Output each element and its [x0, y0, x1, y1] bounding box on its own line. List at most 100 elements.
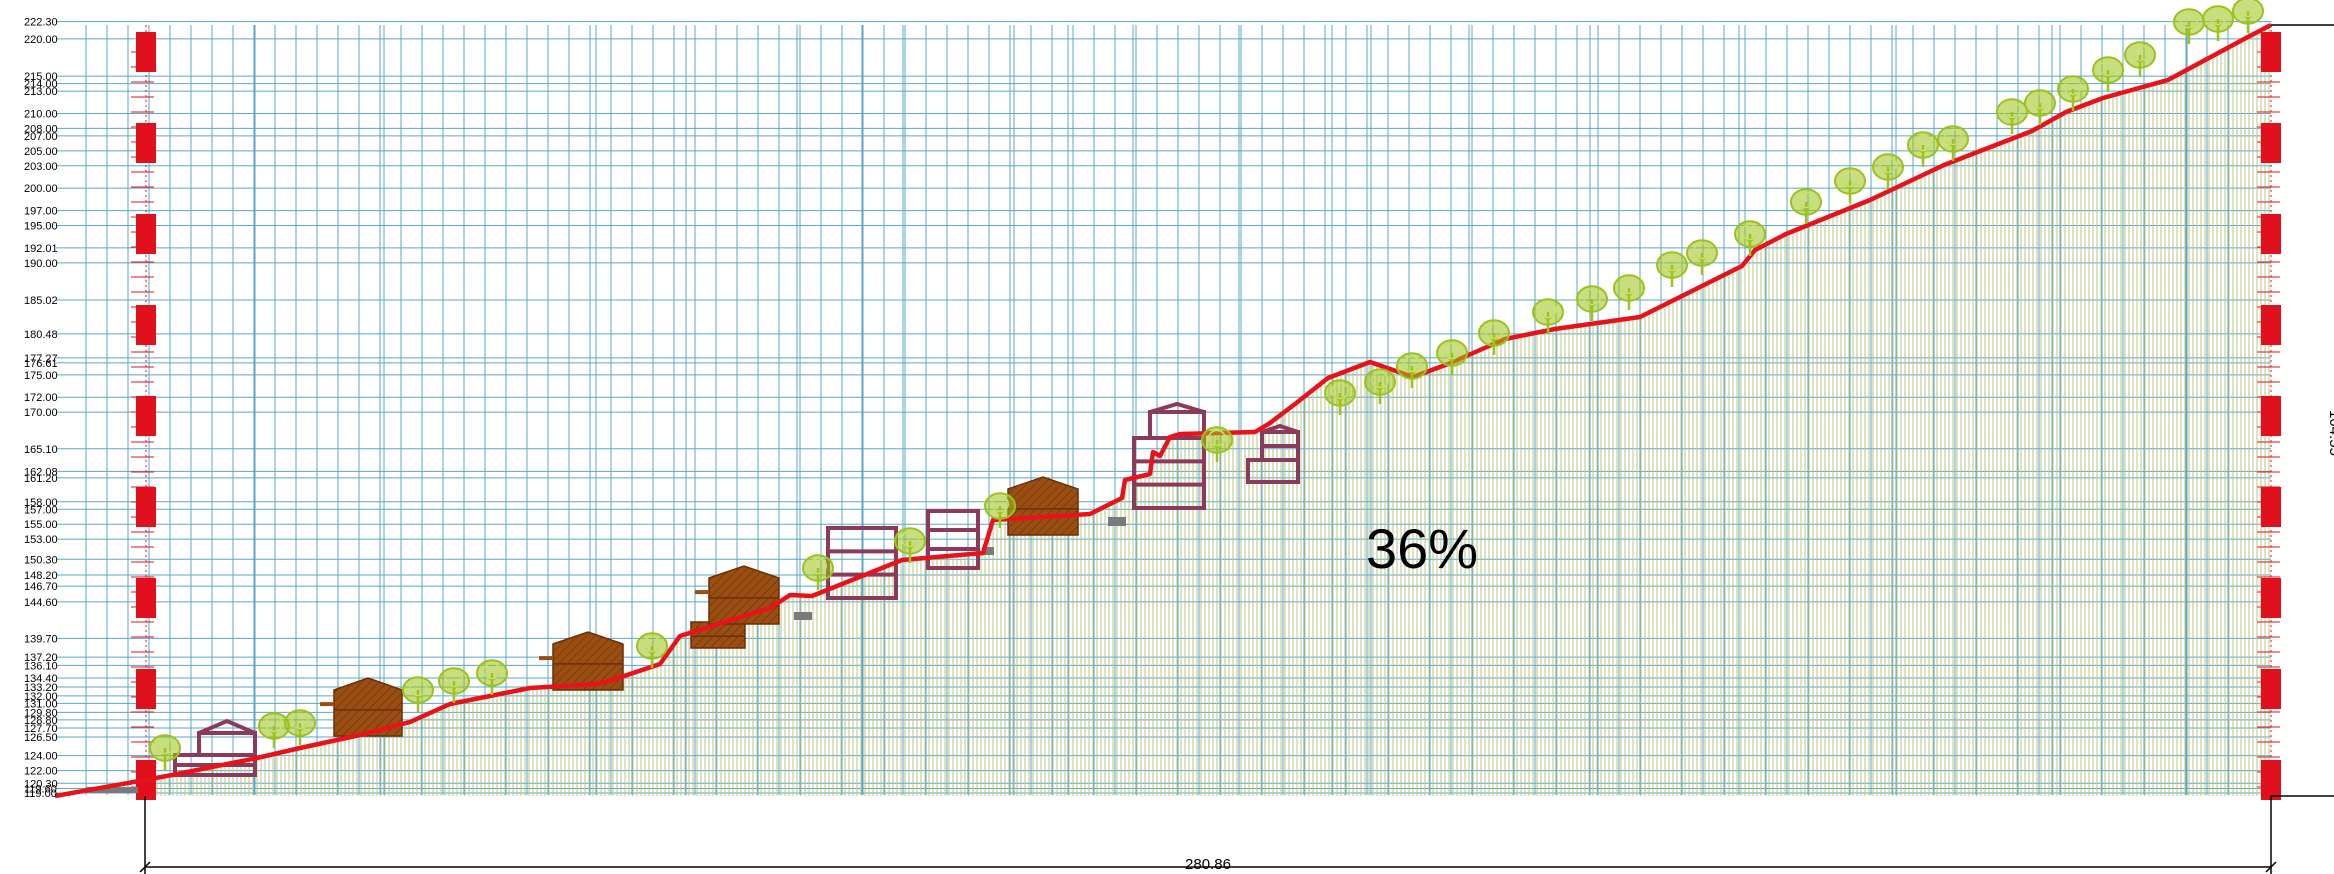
level-label: 126.50 [24, 732, 58, 744]
level-label: 119.60 [24, 784, 57, 796]
level-label: 222.30 [24, 17, 58, 29]
level-label: 137.20 [24, 652, 58, 664]
building-outline-icon [1260, 423, 1300, 462]
level-label: 207.00 [24, 131, 58, 143]
red-marker-icon [136, 578, 156, 618]
level-label: 157.00 [24, 504, 58, 516]
tree-icon [258, 712, 290, 748]
level-label: 165.10 [24, 444, 58, 456]
tree-icon [1734, 220, 1766, 256]
level-label: 120.30 [24, 778, 58, 790]
level-label: 215.00 [24, 71, 58, 83]
tree-icon [1790, 188, 1822, 224]
width-dimension-line: 280.86 [139, 796, 2277, 874]
level-label: 208.00 [24, 123, 58, 135]
tree-icon [984, 492, 1016, 528]
tree-icon [1937, 125, 1969, 161]
tree-icon [1872, 153, 1904, 189]
trees [149, 0, 2264, 770]
house-icon [1007, 476, 1079, 536]
tree-icon [1576, 285, 1608, 321]
red-markers [131, 25, 2281, 800]
level-label: 172.00 [24, 392, 58, 404]
level-label: 175.00 [24, 370, 58, 382]
tree-icon [1532, 298, 1564, 334]
level-label: 195.00 [24, 221, 58, 233]
red-marker-icon [2261, 578, 2281, 618]
tree-icon [2024, 89, 2056, 125]
tree-icon [636, 632, 668, 668]
level-label: 190.00 [24, 258, 58, 270]
level-label: 144.60 [24, 597, 58, 609]
terrain-profile-line [54, 23, 2273, 799]
red-marker-icon [2261, 123, 2281, 163]
red-marker-icon [136, 669, 156, 709]
tree-icon [1396, 352, 1428, 388]
tree-icon [1907, 131, 1939, 167]
tree-icon [2232, 0, 2264, 33]
tree-icon [149, 734, 181, 770]
house-icon [690, 621, 746, 649]
tree-icon [1613, 274, 1645, 310]
path-block [86, 787, 138, 793]
level-label: 161.20 [24, 473, 58, 485]
level-label: 210.00 [24, 109, 58, 121]
level-label: 192.01 [24, 243, 58, 255]
tree-icon [1436, 339, 1468, 375]
building-outline-icon [926, 509, 980, 570]
level-label: 127.70 [24, 723, 58, 735]
level-label: 176.61 [24, 358, 58, 370]
house-icon [320, 677, 403, 737]
height-dimension-label: 104.55 [2326, 410, 2334, 456]
tree-icon [1996, 98, 2028, 134]
building-outline-icon [1148, 401, 1206, 440]
tree-icon [1324, 379, 1356, 415]
level-label: 134.40 [24, 673, 58, 685]
level-label: 132.00 [24, 691, 58, 703]
level-label: 124.00 [24, 751, 58, 763]
level-label: 162.08 [24, 466, 58, 478]
level-label: 203.00 [24, 161, 58, 173]
level-label: 128.80 [24, 715, 58, 727]
level-label: 185.02 [24, 295, 58, 307]
terrain-hatch-fill [145, 25, 2271, 796]
level-label: 200.00 [24, 183, 58, 195]
level-label: 158.00 [24, 497, 58, 509]
tree-icon [476, 659, 508, 695]
level-label: 129.80 [24, 707, 58, 719]
path-block [1108, 517, 1126, 526]
level-label: 170.00 [24, 407, 58, 419]
path-block [794, 612, 812, 620]
level-label: 146.70 [24, 581, 58, 593]
tree-icon [1478, 319, 1510, 355]
level-label: 155.00 [24, 519, 58, 531]
level-label: 205.00 [24, 146, 58, 158]
level-label: 148.20 [24, 570, 58, 582]
level-label: 133.20 [24, 682, 58, 694]
tree-icon [2173, 8, 2205, 44]
level-label: 150.30 [24, 554, 58, 566]
tree-icon [1686, 239, 1718, 275]
red-marker-icon [2261, 214, 2281, 254]
red-marker-icon [136, 214, 156, 254]
tree-icon [402, 676, 434, 712]
height-dimension-line: 104.55 [2271, 24, 2334, 797]
tree-icon [802, 554, 834, 590]
house-icon [539, 631, 624, 691]
width-dimension-label: 280.86 [1185, 856, 1231, 873]
tree-icon [2057, 75, 2089, 111]
level-label: 220.00 [24, 34, 58, 46]
level-label: 131.00 [24, 698, 58, 710]
path-block [982, 547, 994, 555]
level-label: 177.27 [24, 353, 58, 365]
tree-icon [2202, 5, 2234, 41]
tree-icon [2092, 56, 2124, 92]
level-label: 136.10 [24, 660, 58, 672]
level-label: 153.00 [24, 534, 58, 546]
level-label: 213.00 [24, 86, 58, 98]
slope-percentage: 36% [1366, 517, 1478, 580]
red-marker-icon [2261, 669, 2281, 709]
tree-icon [284, 709, 316, 745]
tree-icon [1656, 251, 1688, 287]
